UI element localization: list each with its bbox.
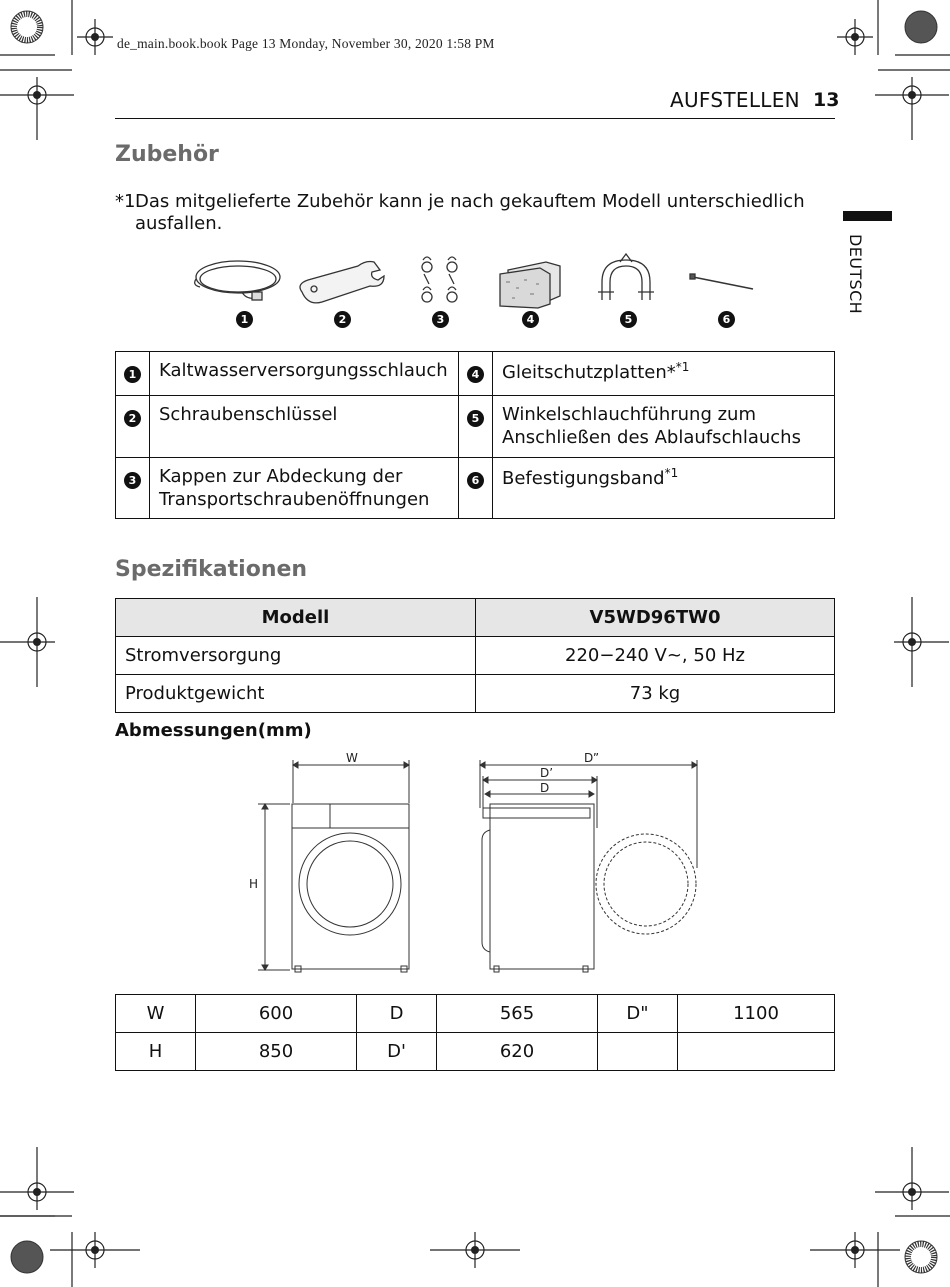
wrench-icon	[299, 260, 385, 304]
language-tab-label: DEUTSCH	[846, 234, 865, 315]
dimensions-diagram: W H D” D’ D	[249, 751, 698, 973]
accessory-number-5: 5	[620, 311, 637, 328]
accessory-number-3: 3	[432, 311, 449, 328]
table-row: 1 Kaltwasserversorgungsschlauch 4 Gleits…	[115, 351, 835, 396]
accessory-number-2: 2	[334, 311, 351, 328]
accessories-illustration	[194, 252, 754, 309]
accessory-number-6: 6	[718, 311, 735, 328]
accessory-number-1: 1	[236, 311, 253, 328]
label-w: W	[346, 751, 358, 765]
spec-label: Produktgewicht	[115, 674, 476, 713]
specifications-table: Modell V5WD96TW0 Stromversorgung 220−240…	[115, 598, 835, 713]
note-line-2: ausfallen.	[135, 213, 223, 234]
table-row: 2 Schraubenschlüssel 5 Winkelschlauchfüh…	[115, 395, 835, 458]
table-row: H 850 D' 620	[115, 1032, 835, 1071]
dimension-value: 600	[195, 994, 357, 1033]
dimension-key: D'	[356, 1032, 437, 1071]
table-row: Stromversorgung 220−240 V~, 50 Hz	[115, 636, 835, 675]
model-number: V5WD96TW0	[475, 598, 835, 637]
dimensions-heading: Abmessungen(mm)	[115, 720, 312, 741]
dimension-value: 620	[436, 1032, 598, 1071]
dimension-value: 850	[195, 1032, 357, 1071]
label-h: H	[249, 877, 258, 891]
label-d2: D”	[584, 751, 599, 765]
table-row: Produktgewicht 73 kg	[115, 674, 835, 713]
accessory-number: 4	[467, 366, 484, 383]
elbow-bracket-icon	[598, 252, 654, 300]
accessory-number: 6	[467, 472, 484, 489]
accessory-label: Kaltwasserversorgungsschlauch	[149, 351, 459, 396]
label-d1: D’	[540, 766, 553, 780]
hose-icon	[194, 260, 281, 301]
note-line-1: Das mitgelieferte Zubehör kann je nach g…	[135, 191, 805, 212]
dimensions-table: W 600 D 565 D" 1100 H 850 D' 620	[115, 994, 835, 1071]
anti-slip-pads-icon	[499, 261, 561, 309]
dimension-value	[677, 1032, 835, 1071]
spec-value: 73 kg	[475, 674, 835, 713]
label-d: D	[540, 781, 549, 795]
table-row: W 600 D 565 D" 1100	[115, 994, 835, 1033]
accessory-label: Schraubenschlüssel	[149, 395, 459, 458]
dimension-key: D	[356, 994, 437, 1033]
language-tab-bar	[843, 211, 892, 221]
accessory-number: 5	[467, 410, 484, 427]
footnote-marker: *1	[664, 466, 679, 480]
spec-value: 220−240 V~, 50 Hz	[475, 636, 835, 675]
accessories-table: 1 Kaltwasserversorgungsschlauch 4 Gleits…	[115, 351, 835, 519]
accessory-number: 1	[124, 366, 141, 383]
accessory-number-4: 4	[522, 311, 539, 328]
dimension-key: D"	[597, 994, 678, 1033]
dimension-value: 1100	[677, 994, 835, 1033]
table-header-row: Modell V5WD96TW0	[115, 598, 835, 637]
note-marker: *1	[115, 191, 136, 212]
accessory-label: Gleitschutzplatten**1	[492, 351, 835, 396]
section-title: AUFSTELLEN	[670, 88, 800, 112]
cable-tie-icon	[689, 273, 754, 290]
footnote-marker: *1	[675, 360, 690, 374]
accessory-number: 2	[124, 410, 141, 427]
header-rule	[115, 118, 835, 119]
spec-label: Stromversorgung	[115, 636, 476, 675]
accessories-heading: Zubehör	[115, 142, 219, 167]
page-number: 13	[813, 89, 840, 111]
accessory-label: Befestigungsband*1	[492, 457, 835, 519]
dimension-value: 565	[436, 994, 598, 1033]
dimension-key: H	[115, 1032, 196, 1071]
dimension-key	[597, 1032, 678, 1071]
dimension-key: W	[115, 994, 196, 1033]
model-header: Modell	[115, 598, 476, 637]
accessory-number: 3	[124, 472, 141, 489]
specifications-heading: Spezifikationen	[115, 557, 308, 582]
print-info-line: de_main.book.book Page 13 Monday, Novemb…	[117, 36, 495, 51]
accessories-note: *1Das mitgelieferte Zubehör kann je nach…	[115, 191, 815, 235]
caps-icon	[421, 256, 458, 303]
